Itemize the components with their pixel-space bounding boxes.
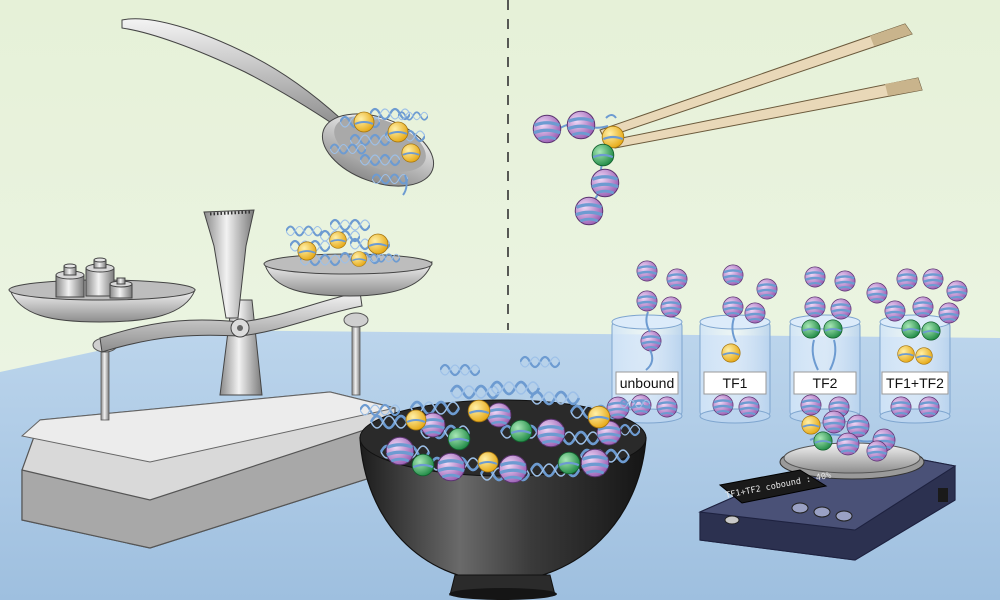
jar-tf1-tf2: TF1+TF2 [866,268,968,424]
jar-tf1: TF1 [699,264,778,424]
scale-button-3[interactable] [835,510,853,522]
scale-power-switch[interactable] [938,488,948,502]
scale-button-1[interactable] [791,502,809,514]
digital-scale-icon: TF1+TF2 cobound : 40% [698,442,957,561]
jar-label-tf2: TF2 [813,375,838,391]
scale-button-2[interactable] [813,506,831,518]
jar-label-tf1-tf2: TF1+TF2 [886,375,944,391]
jar-unbound: unbound [611,260,688,424]
nucleosome-chain-held [532,110,625,226]
jar-tf2: TF2 [789,266,861,424]
jar-label-tf1: TF1 [723,375,748,391]
chromatin-in-spoon [330,107,428,196]
weights-icon [55,257,133,299]
scale-brand-badge [724,515,740,525]
chromatin-on-digital-scale [800,410,896,462]
jar-label-unbound: unbound [620,375,675,391]
balance-scale-icon [8,209,433,549]
